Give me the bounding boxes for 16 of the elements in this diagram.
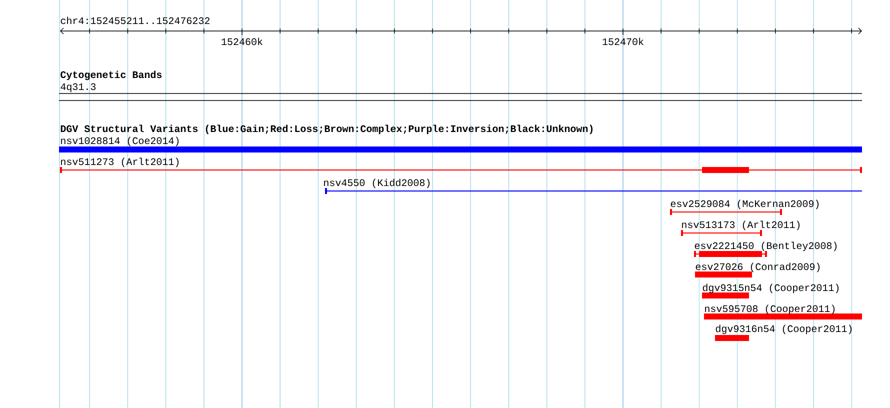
variant-label: esv2221450 (Bentley2008): [694, 242, 837, 252]
variant-label: dgv9315n54 (Cooper2011): [702, 284, 839, 294]
track-title: DGV Structural Variants (Blue:Gain;Red:Loss;Brown:Complex;Purple:Inversion;Black:Unknown): [60, 124, 593, 134]
tick-label: 152470k: [602, 38, 644, 46]
variant-label: nsv513173 (Arlt2011): [682, 220, 800, 230]
variant-label: nsv4550 (Kidd2008): [324, 178, 430, 188]
track-title: Cytogenetic Bands: [60, 70, 162, 80]
variant-label: dgv9316n54 (Cooper2011): [716, 324, 852, 334]
variant-label: esv27026 (Conrad2009): [696, 262, 820, 272]
band-label: 4q31.3: [60, 83, 96, 92]
variant-label: nsv595708 (Cooper2011): [705, 304, 835, 314]
variant-label: nsv511273 (Arlt2011): [61, 158, 179, 168]
variant-label: nsv1028814 (Coe2014): [61, 136, 179, 146]
tick-label: 152460k: [222, 38, 262, 46]
region-label: chr4:152455211..152476232: [60, 16, 210, 24]
variant-label: esv2529084 (McKernan2009): [670, 200, 819, 210]
